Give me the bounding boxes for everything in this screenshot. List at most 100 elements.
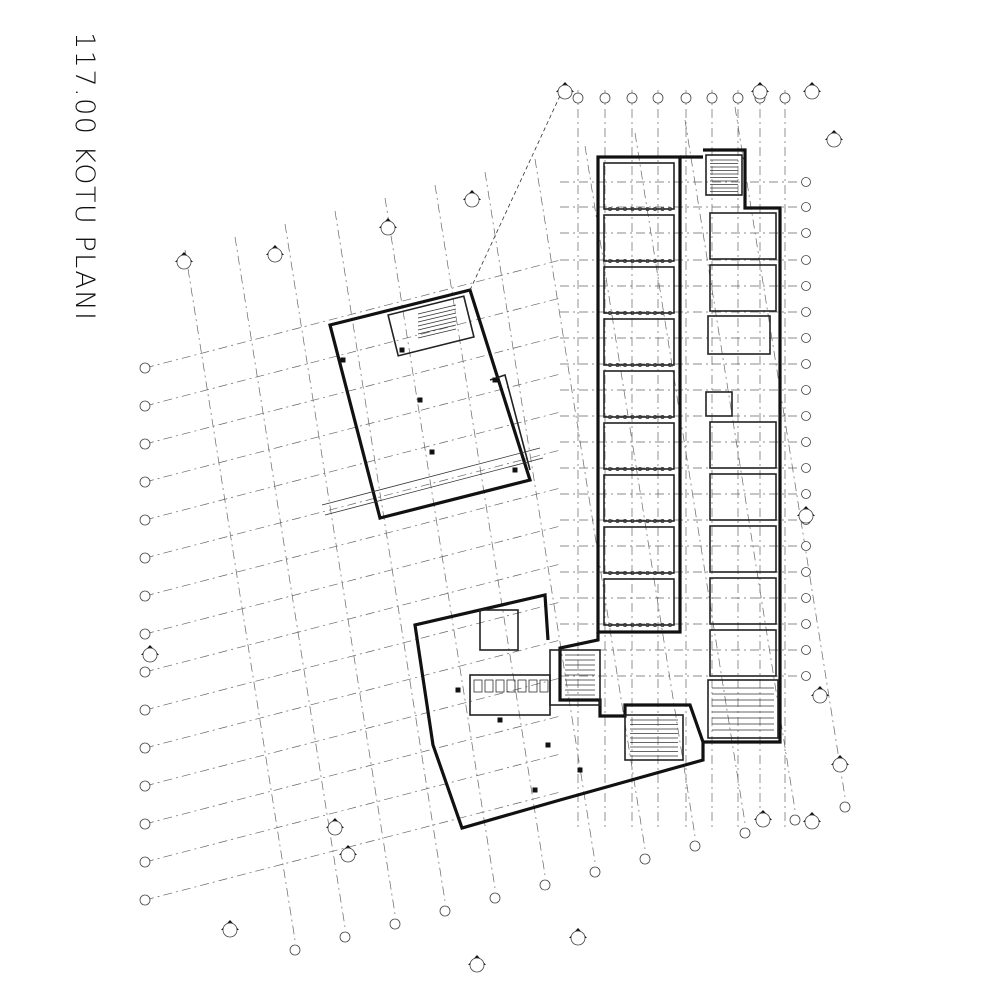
chair [660,362,665,367]
grid-line-row [144,639,561,749]
toilet-stall [495,679,505,693]
chair [630,362,635,367]
guest-room [603,162,675,210]
grid-bubble [289,944,301,956]
toilet-stall [506,679,516,693]
stair-tread [417,320,457,331]
grid-bubble [439,905,451,917]
grid-bubble [689,840,701,852]
grid-line-col [384,197,496,889]
elevator-core [707,315,771,355]
grid-bubble [139,780,151,792]
guest-room [709,629,777,677]
grid-line-col [684,119,796,811]
chair [645,414,650,419]
section-marker-bubble [340,847,356,863]
chair [638,206,643,211]
grid-bubble [801,228,811,238]
toilet-stall [539,679,549,693]
chair [660,519,665,524]
chair [668,466,673,471]
section-marker-bubble [469,957,485,973]
grid-bubble [572,92,584,104]
chair [615,571,620,576]
grid-bubble [801,202,811,212]
grid-line-col [184,249,296,941]
chair [653,571,658,576]
grid-bubble [139,552,151,564]
grid-bubble [680,92,692,104]
column [455,687,461,693]
grid-bubble [801,307,811,317]
grid-bubble [139,400,151,412]
chair [660,623,665,628]
edge-line [324,457,544,516]
grid-bubble [732,92,744,104]
grid-line-row [144,753,561,863]
toilet-stall [528,679,538,693]
chair [645,362,650,367]
chair [630,519,635,524]
grid-bubble [801,255,811,265]
section-marker-bubble [804,814,820,830]
grid-line-row [144,335,561,445]
chair [638,623,643,628]
column [417,397,423,403]
chair [668,310,673,315]
chair [668,362,673,367]
chair [638,258,643,263]
chair [630,571,635,576]
chair [615,414,620,419]
chair [608,571,613,576]
grid-bubble [839,801,851,813]
grid-bubble [139,818,151,830]
grid-bubble [139,362,151,374]
southwest-block [413,593,705,830]
grid-bubble [139,742,151,754]
grid-bubble [801,359,811,369]
grid-line-row [144,677,561,787]
seating-hall [707,679,779,739]
chair [660,310,665,315]
grid-bubble [139,590,151,602]
grid-bubble [639,853,651,865]
grid-bubble [139,894,151,906]
chair [668,519,673,524]
grid-bubble [801,333,811,343]
grid-line-col [284,223,396,915]
grid-bubble [139,628,151,640]
east-wing-outline-east [703,148,782,744]
column [340,357,346,363]
chair [638,310,643,315]
grid-bubble [801,177,811,187]
chair [653,362,658,367]
chair [623,362,628,367]
dashed-leader [469,84,566,291]
grid-line-col [734,106,846,798]
grid-line-row [144,259,561,369]
lift-lobby [479,609,519,651]
grid-line-row [144,297,561,407]
chair [645,623,650,628]
edge-line [321,447,541,506]
chair [608,362,613,367]
grid-bubble [801,619,811,629]
guest-room [709,421,777,469]
stair-tread [417,304,457,315]
grid-bubble [801,593,811,603]
chair [660,414,665,419]
chair [608,258,613,263]
chair [630,623,635,628]
stair-core [549,649,601,706]
chair [608,206,613,211]
chair [653,258,658,263]
chair [653,206,658,211]
chair [653,310,658,315]
guest-room [603,318,675,366]
chair [615,310,620,315]
grid-line-row [144,487,561,597]
chair [653,519,658,524]
guest-room [709,525,777,573]
chair [615,519,620,524]
chair [668,571,673,576]
